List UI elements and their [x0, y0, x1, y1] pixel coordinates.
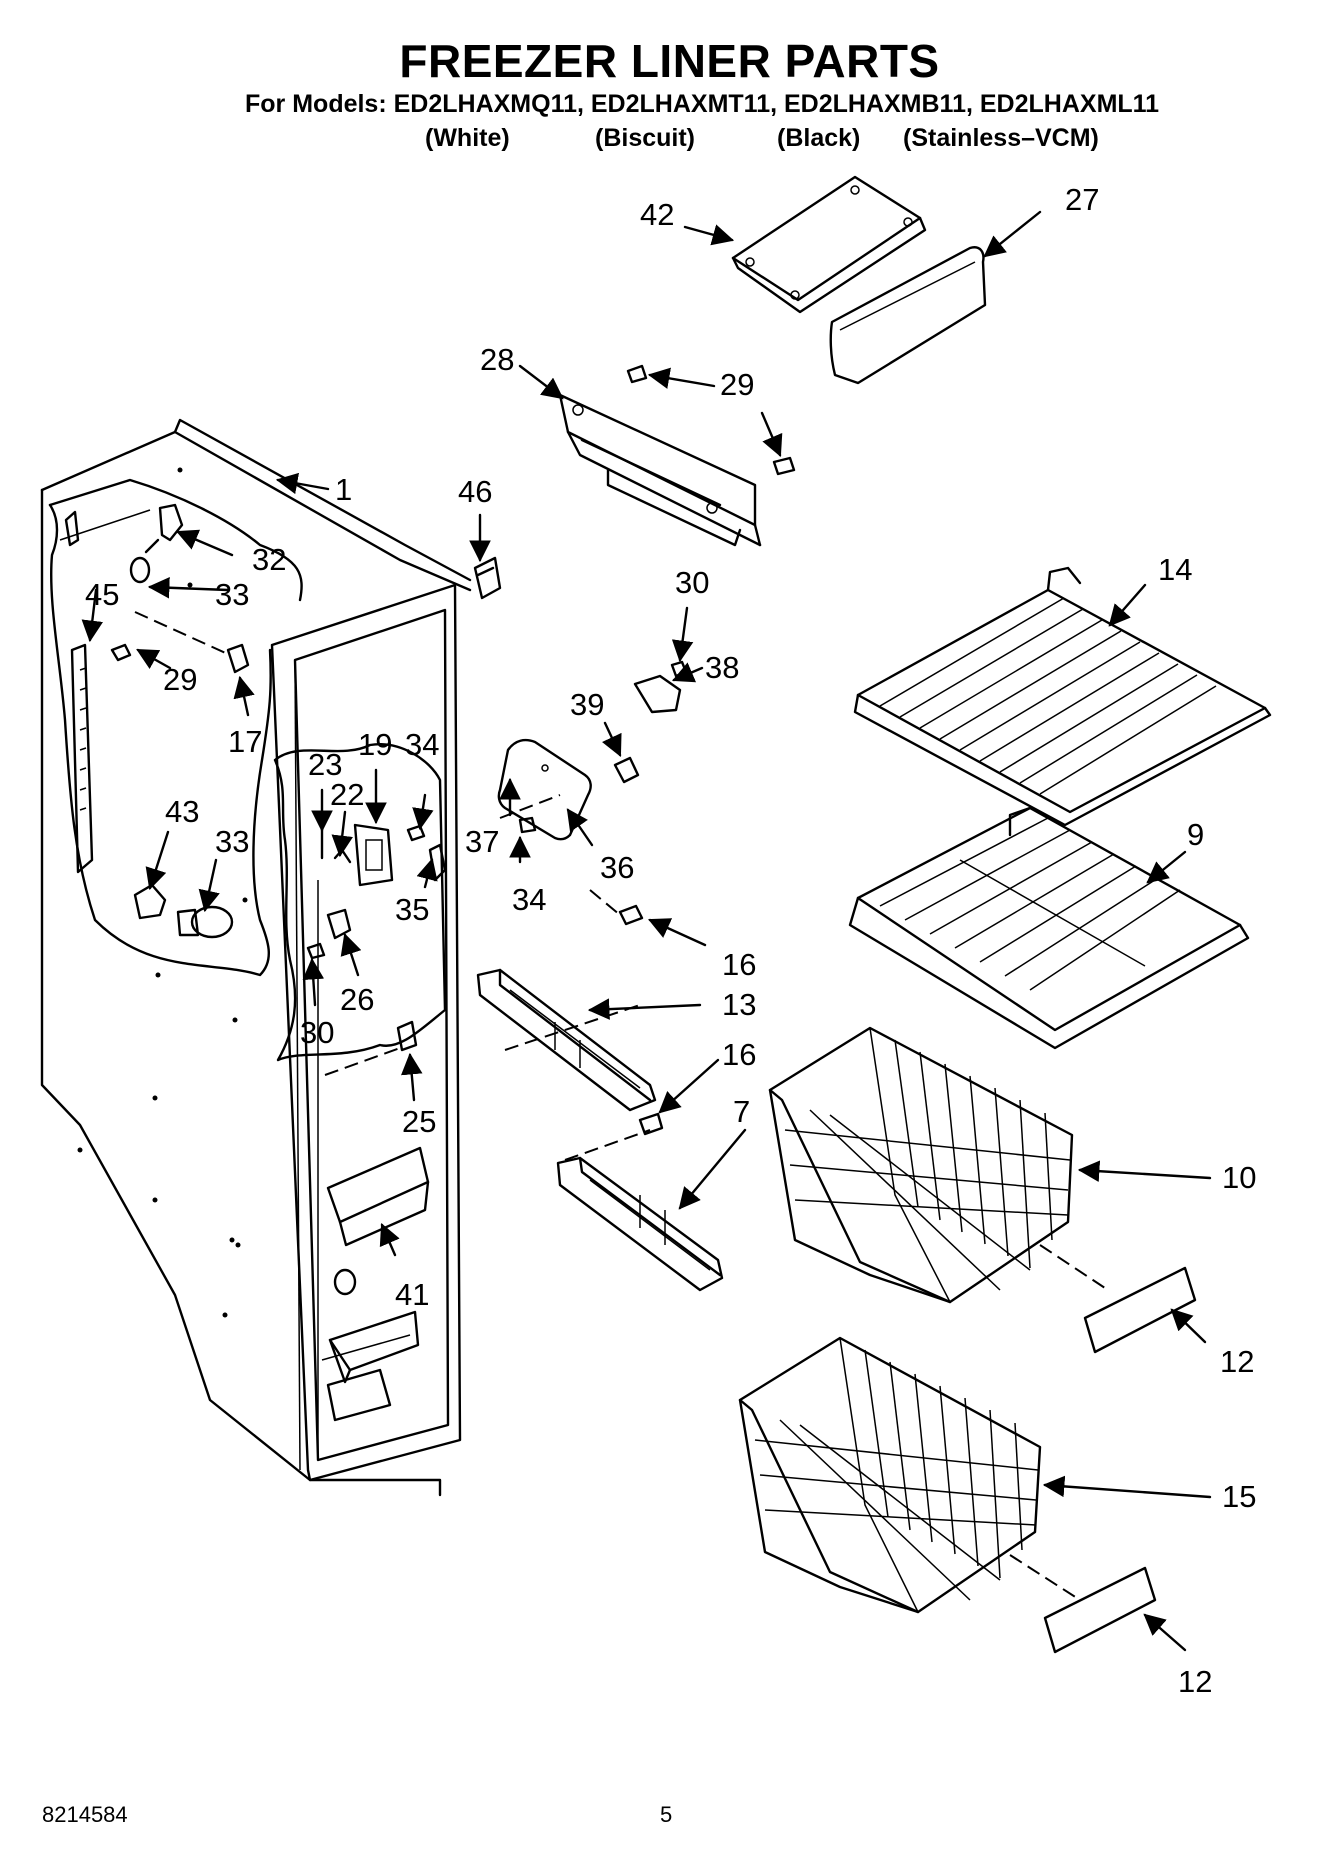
part-13-console: [476, 904, 657, 1112]
part-42-cover: [731, 175, 927, 314]
callout-32: 32: [252, 542, 286, 577]
callout-26: 26: [340, 982, 374, 1017]
callout-14: 14: [1158, 552, 1192, 587]
part-7-console: [556, 1112, 724, 1292]
callout-43: 43: [165, 794, 199, 829]
page-number: 5: [660, 1802, 673, 1827]
callout-34-left: 34: [405, 727, 439, 762]
callout-16-upper: 16: [722, 947, 756, 982]
variant-biscuit: (Biscuit): [595, 124, 695, 152]
callout-33-upper: 33: [215, 577, 249, 612]
variant-white: (White): [425, 124, 510, 152]
callout-1: 1: [335, 472, 352, 507]
callout-13: 13: [722, 987, 756, 1022]
callout-46: 46: [458, 474, 492, 509]
part-9-shelf: [848, 806, 1250, 1050]
callout-28: 28: [480, 342, 514, 377]
callout-45: 45: [85, 577, 119, 612]
callout-22: 22: [330, 777, 364, 812]
callout-19: 19: [358, 727, 392, 762]
callout-15: 15: [1222, 1479, 1256, 1514]
callout-37: 37: [465, 824, 499, 859]
page-title: FREEZER LINER PARTS: [399, 35, 940, 87]
callout-7: 7: [733, 1094, 750, 1129]
callout-30-left: 30: [300, 1015, 334, 1050]
part-15-basket: [738, 1336, 1081, 1614]
callout-30-right: 30: [675, 565, 709, 600]
callout-12-lower: 12: [1178, 1664, 1212, 1699]
callout-23: 23: [308, 747, 342, 782]
callout-42: 42: [640, 197, 674, 232]
part-46: [473, 556, 502, 600]
model-list: For Models: ED2LHAXMQ11, ED2LHAXMT11, ED…: [245, 90, 1160, 118]
callout-27: 27: [1065, 182, 1099, 217]
part-12-rail-upper: [1083, 1266, 1197, 1354]
part-12-rail-lower: [1043, 1566, 1157, 1654]
callout-12-upper: 12: [1220, 1344, 1254, 1379]
part-38-switch: [633, 674, 682, 714]
callout-16-lower: 16: [722, 1037, 756, 1072]
callout-38: 38: [705, 650, 739, 685]
part-28-bracket: [558, 364, 796, 547]
callout-36: 36: [600, 850, 634, 885]
callout-17: 17: [228, 724, 262, 759]
callout-33-lower: 33: [215, 824, 249, 859]
callout-29-left: 29: [163, 662, 197, 697]
callout-29-right: 29: [720, 367, 754, 402]
part-27-panel: [829, 246, 987, 385]
callout-39: 39: [570, 687, 604, 722]
callout-34-right: 34: [512, 882, 546, 917]
doc-number: 8214584: [42, 1802, 128, 1827]
variant-stainless: (Stainless–VCM): [903, 124, 1099, 152]
callout-9: 9: [1187, 817, 1204, 852]
callout-10: 10: [1222, 1160, 1256, 1195]
callout-41: 41: [395, 1277, 429, 1312]
callout-35: 35: [395, 892, 429, 927]
part-10-basket: [768, 1026, 1109, 1304]
part-36-cover: [497, 738, 640, 841]
variant-black: (Black): [777, 124, 861, 152]
part-14-shelf: [853, 566, 1272, 827]
callout-25: 25: [402, 1104, 436, 1139]
